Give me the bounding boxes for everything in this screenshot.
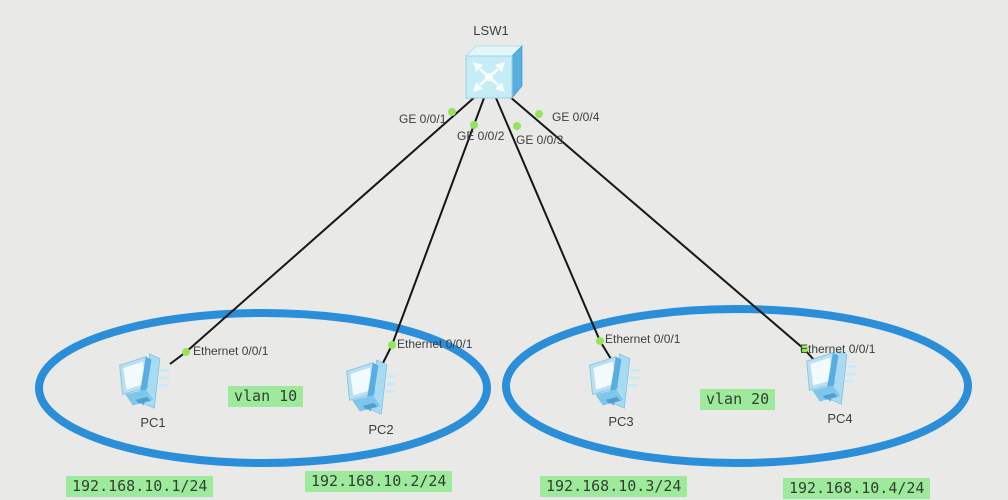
pc3-name-label: PC3 — [608, 414, 634, 429]
port-dot-pc4 — [800, 345, 808, 353]
port-label-pc2-eth: Ethernet 0/0/1 — [397, 337, 473, 351]
port-label-ge3: GE 0/0/3 — [516, 133, 564, 147]
pc2-icon[interactable] — [346, 359, 397, 415]
pc3-ip-tag: 192.168.10.3/24 — [540, 476, 688, 497]
link-lsw1-pc1[interactable] — [169, 95, 477, 365]
port-dot-ge2 — [470, 121, 478, 129]
pc1-ip-tag: 192.168.10.1/24 — [66, 476, 214, 497]
switch-lsw1-icon[interactable] — [465, 45, 523, 100]
port-dot-pc2 — [388, 341, 396, 349]
port-label-pc4-eth: Ethernet 0/0/1 — [800, 342, 876, 356]
port-label-pc3-eth: Ethernet 0/0/1 — [605, 332, 681, 346]
port-dot-ge1 — [448, 108, 456, 116]
pc3-icon[interactable] — [589, 353, 640, 409]
port-dot-pc3 — [596, 337, 604, 345]
pc4-icon[interactable] — [806, 349, 857, 405]
pc4-name-label: PC4 — [827, 411, 853, 426]
pc2-name-label: PC2 — [368, 422, 394, 437]
port-label-ge4: GE 0/0/4 — [552, 110, 600, 124]
port-label-pc1-eth: Ethernet 0/0/1 — [193, 344, 269, 358]
port-dot-pc1 — [182, 348, 190, 356]
port-dot-ge4 — [535, 110, 543, 118]
pc1-icon[interactable] — [119, 353, 170, 409]
switch-name-label: LSW1 — [473, 23, 509, 38]
port-dot-ge3 — [513, 122, 521, 130]
pc4-ip-tag: 192.168.10.4/24 — [783, 478, 931, 499]
vlan10-tag: vlan 10 — [228, 386, 304, 407]
pc2-ip-tag: 192.168.10.2/24 — [305, 471, 453, 492]
vlan20-group-ellipse — [502, 305, 972, 467]
port-label-ge1: GE 0/0/1 — [399, 112, 447, 126]
vlan20-tag: vlan 20 — [700, 389, 776, 410]
pc1-name-label: PC1 — [140, 415, 166, 430]
port-label-ge2: GE 0/0/2 — [457, 129, 505, 143]
vlan10-group-ellipse — [35, 309, 491, 467]
